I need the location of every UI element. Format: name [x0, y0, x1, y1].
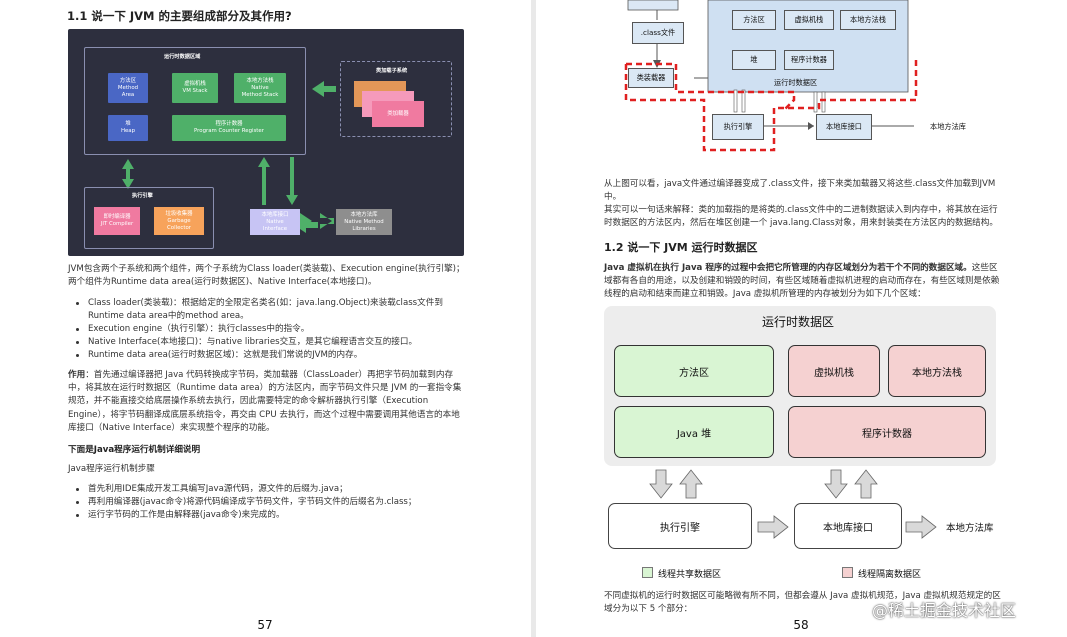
native-lib-label: 本地方法库	[930, 122, 966, 131]
runtime-area-label: 运行时数据区	[774, 78, 818, 87]
method-area-cell: 方法区	[614, 345, 774, 397]
pc-cell: 程序计数器	[788, 406, 986, 458]
list-item: Execution engine（执行引擎）：执行classes中的指令。	[70, 323, 470, 336]
page-number: 57	[257, 618, 273, 632]
rt-arrows	[649, 469, 937, 539]
class-loading-diagram: .class文件 方法区 虚拟机栈 本地方法栈 堆 程序计数器 运行时数据区 类…	[624, 0, 966, 160]
steps-list: 首先利用IDE集成开发工具编写Java源代码，源文件的后缀为.java； 再利用…	[70, 483, 470, 522]
native-stack-box: 本地方法栈	[840, 10, 896, 30]
legend-isolated-swatch	[842, 567, 853, 578]
class-file-box: .class文件	[632, 22, 684, 44]
page-number: 58	[793, 618, 809, 632]
execution-engine-frame	[84, 187, 214, 249]
vm-stack-cell: 虚拟机栈	[788, 345, 880, 397]
diagram-arrows	[122, 81, 336, 233]
pc-box: 程序计数器	[784, 50, 834, 70]
watermark: @稀土掘金技术社区	[872, 601, 1017, 620]
execution-engine-cell: 执行引擎	[608, 503, 752, 549]
heap-box: 堆	[732, 50, 776, 70]
subheading: 下面是Java程序运行机制详细说明	[68, 445, 201, 455]
legend-isolated-label: 线程隔离数据区	[858, 570, 922, 580]
vm-stack-box: 虚拟机栈	[784, 10, 834, 30]
section-heading: 1.2 说一下 JVM 运行时数据区	[604, 241, 758, 254]
class-loader-box: 类加载器	[372, 101, 424, 127]
list-item: Class loader(类装载)：根据给定的全限定名类名(如：java.lan…	[70, 297, 470, 323]
list-item: Native Interface(本地接口)：与native libraries…	[70, 336, 470, 349]
runtime-area-frame	[84, 47, 306, 155]
components-list: Class loader(类装载)：根据给定的全限定名类名(如：java.lan…	[70, 297, 470, 362]
method-area-box: 方法区	[732, 10, 776, 30]
runtime-area-title: 运行时数据区域	[164, 54, 201, 60]
native-interface-cell: 本地库接口	[794, 503, 902, 549]
java-heap-cell: Java 堆	[614, 406, 774, 458]
section-heading: 1.1 说一下 JVM 的主要组成部分及其作用?	[67, 9, 292, 23]
function-paragraph: 作用：首先通过编译器把 Java 代码转换成字节码，类加载器（ClassLoad…	[68, 370, 462, 433]
closing-paragraph: 不同虚拟机的运行时数据区可能略微有所不同，但都会遵从 Java 虚拟机规范，Ja…	[604, 591, 1001, 615]
list-item: 再利用编译器(javac命令)将源代码编译成字节码文件，字节码文件的后缀名为.c…	[70, 496, 470, 509]
intro-paragraph: JVM包含两个子系统和两个组件，两个子系统为Class loader(类装载)、…	[68, 264, 465, 288]
page-58: .class文件 方法区 虚拟机栈 本地方法栈 堆 程序计数器 运行时数据区 类…	[536, 0, 1067, 637]
class-loader-subsystem-frame	[340, 61, 452, 137]
runtime-title: 运行时数据区	[762, 315, 835, 329]
legend-shared-swatch	[642, 567, 653, 578]
list-item: Runtime data area(运行时数据区域)：这就是我们常说的JVM的内…	[70, 349, 470, 362]
list-item: 首先利用IDE集成开发工具编写Java源代码，源文件的后缀为.java；	[70, 483, 470, 496]
execution-engine-box: 执行引擎	[712, 114, 764, 140]
class-load-paragraph: 从上图可以看，java文件通过编译器变成了.class文件，接下来类加载器又将这…	[604, 179, 996, 203]
runtime-paragraph: Java 虚拟机在执行 Java 程序的过程中会把它所管理的内存区域划分为若干个…	[604, 263, 1000, 300]
native-interface-box: 本地库接口	[816, 114, 872, 140]
class-loader-title: 类加载子系统	[376, 68, 408, 74]
steps-title: Java程序运行机制步骤	[68, 464, 155, 474]
list-item: 运行字节码的工作是由解释器(java命令)来完成的。	[70, 509, 470, 522]
native-stack-cell: 本地方法栈	[888, 345, 986, 397]
execution-engine-title: 执行引擎	[132, 193, 153, 199]
class-load-explain: 其实可以一句话来解释：类的加载指的是将类的.class文件中的二进制数据读入到内…	[604, 205, 998, 229]
class-loader-box: 类装载器	[628, 68, 674, 88]
native-lib-text: 本地方法库	[946, 523, 994, 534]
legend-shared-label: 线程共享数据区	[658, 570, 722, 580]
